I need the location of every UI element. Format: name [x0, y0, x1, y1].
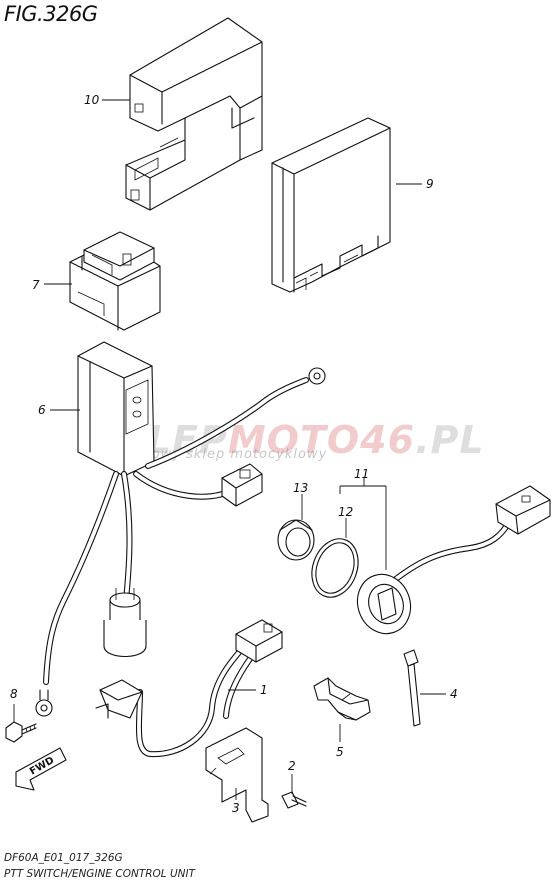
part-7-relay[interactable] [69, 231, 161, 331]
callout-5: 5 [336, 745, 344, 759]
callout-10: 10 [84, 93, 100, 107]
figure-caption: PTT SWITCH/ENGINE CONTROL UNIT [4, 868, 196, 880]
callout-1: 1 [260, 683, 268, 697]
watermark-suffix-text: .PL [415, 418, 485, 462]
part-1-harness[interactable] [95, 619, 283, 758]
callout-3: 3 [232, 801, 240, 815]
part-6-ptt-switch[interactable] [35, 341, 326, 717]
callout-12: 12 [338, 505, 353, 519]
part-13-grommet[interactable] [277, 519, 315, 561]
part-11-switch-assembly[interactable] [349, 485, 551, 641]
callout-9: 9 [426, 177, 434, 191]
callout-labels: 10 9 7 6 11 13 12 1 4 8 2 3 5 [10, 93, 458, 815]
part-10-cover[interactable] [125, 17, 263, 211]
drawing-code: DF60A_E01_017_326G [4, 852, 123, 864]
callout-11: 11 [354, 467, 369, 481]
figure-title: FIG.326G [4, 2, 98, 26]
part-5-clip[interactable] [313, 677, 371, 721]
part-2-screw[interactable] [281, 791, 307, 809]
callout-2: 2 [288, 759, 296, 773]
callout-13: 13 [293, 481, 308, 495]
part-9-control-unit[interactable] [271, 117, 391, 293]
callout-8: 8 [10, 687, 18, 701]
part-8-bolt[interactable] [5, 721, 37, 743]
callout-7: 7 [32, 278, 40, 292]
watermark-red-text: MOTO46 [227, 418, 416, 462]
fwd-direction-arrow: FWD [15, 747, 67, 791]
part-3-bracket[interactable] [205, 727, 269, 823]
part-4-cable-tie[interactable] [403, 649, 421, 727]
callout-6: 6 [38, 403, 46, 417]
leader-lines [13, 99, 446, 800]
callout-4: 4 [450, 687, 458, 701]
part-12-o-ring[interactable] [304, 532, 366, 603]
